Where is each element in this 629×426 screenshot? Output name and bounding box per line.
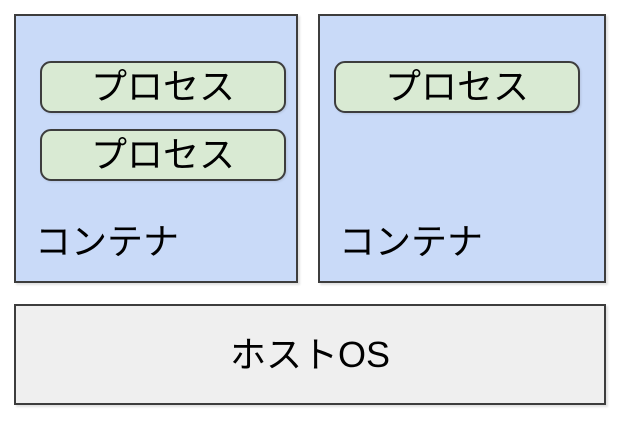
host-os-label: ホストOS (229, 333, 390, 375)
process-box: プロセス (40, 129, 286, 181)
container-box-left: プロセス プロセス コンテナ (14, 14, 298, 283)
container-label: コンテナ (35, 221, 180, 262)
container-label: コンテナ (339, 221, 484, 262)
process-label: プロセス (384, 66, 529, 107)
process-label: プロセス (90, 66, 235, 107)
host-os-box: ホストOS (14, 304, 606, 405)
process-label: プロセス (90, 134, 235, 175)
process-box: プロセス (40, 61, 286, 113)
container-box-right: プロセス コンテナ (318, 14, 606, 283)
process-box: プロセス (334, 61, 580, 113)
